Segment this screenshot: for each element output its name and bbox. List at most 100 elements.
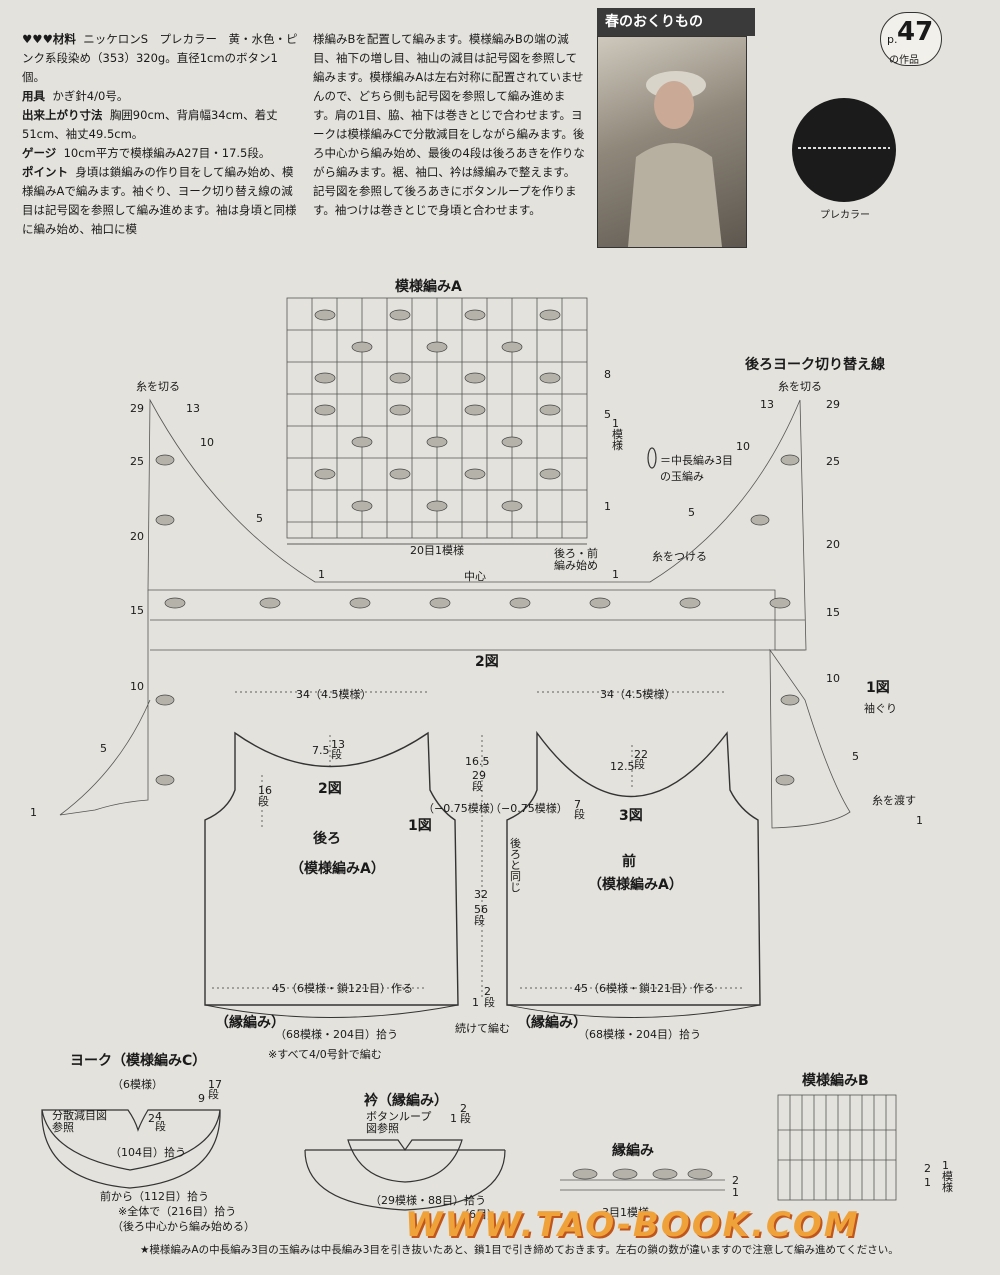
chart-b-row-2: 2 <box>924 1162 931 1175</box>
yoke-line-label: 後ろヨーク切り替え線 <box>745 357 885 373</box>
face-shape <box>654 81 694 129</box>
inner-row-10-left: 10 <box>200 436 214 449</box>
top-row-8: 8 <box>604 368 611 381</box>
back-width: 34（4.5模様） <box>296 688 372 701</box>
same-as-back: 後ろと同じ <box>510 837 521 894</box>
inner-row-13-left: 13 <box>186 402 200 415</box>
chart-a-leaves <box>314 309 561 512</box>
footnote: ★模様編みAの中長編み3目の玉編みは中長編み3目を引き抜いたあと、鎖1目で引き締… <box>140 1244 899 1256</box>
chart-b-row-1: 1 <box>924 1176 931 1189</box>
yoke-leaves <box>155 454 800 786</box>
back-panel-outline <box>204 731 459 1018</box>
back-arm-rows: 16段 <box>258 784 272 808</box>
gauge-text: 10cm平方で模様編みA27目・17.5段。 <box>63 146 271 160</box>
page-number-badge: p. 47 の作品 <box>880 12 942 66</box>
chart-b-repeat: 1模様 <box>942 1159 953 1194</box>
row-1-right: 1 <box>916 814 923 827</box>
watermark: WWW.TAO-BOOK.COM <box>405 1205 860 1245</box>
photo-figure <box>628 71 722 247</box>
start-label: 後ろ・前編み始め <box>554 547 598 572</box>
point-label: ポイント <box>22 165 68 179</box>
collar-diagram <box>304 1139 506 1211</box>
top-row-1: 1 <box>604 500 611 513</box>
instructions-col2: 様編みBを配置して編みます。模様編みBの端の減目、袖下の増し目、袖山の減目は記号… <box>313 32 585 217</box>
row-29-right: 29 <box>826 398 840 411</box>
mid-height-3: 1 <box>472 996 479 1009</box>
yoke-title: ヨーク（模様編みC） <box>70 1053 207 1069</box>
chart-a-repeat-vertical: 1模様 <box>612 417 623 452</box>
row-5-right: 5 <box>852 750 859 763</box>
page-prefix: p. <box>887 33 898 46</box>
cut-yarn-label: 糸を切る <box>136 380 180 393</box>
inner-row-1-left: 1 <box>318 568 325 581</box>
inner-row-10-right: 10 <box>736 440 750 453</box>
row-15-left: 15 <box>130 604 144 617</box>
yoke-diagram <box>41 1109 221 1189</box>
chart-a-title: 模様編みA <box>395 279 462 295</box>
yoke-top: （6模様） <box>112 1078 163 1091</box>
row-1-left: 1 <box>30 806 37 819</box>
sweater-shape <box>628 143 722 247</box>
yoke-rows: 17段 <box>208 1078 222 1101</box>
yoke-front: 前から（112目）拾う <box>100 1190 209 1203</box>
collar-title: 衿（縁編み） <box>364 1093 448 1109</box>
mid-rows-2: 56段 <box>474 903 488 927</box>
armhole-label: 袖ぐり <box>864 702 897 715</box>
row-10-left: 10 <box>130 680 144 693</box>
collar-loop: ボタンループ図参照 <box>366 1110 432 1135</box>
mid-height-1: 16.5 <box>465 755 490 768</box>
front-fig3: 3図 <box>619 808 643 824</box>
row-5-left: 5 <box>100 742 107 755</box>
collar-height: 1 <box>450 1112 457 1125</box>
yoke-mid: （104目）拾う <box>110 1146 186 1159</box>
front-panel-outline <box>506 730 761 1018</box>
size-label: 出来上がり寸法 <box>22 108 103 122</box>
mid-height-2: 32 <box>474 888 488 901</box>
row-25-left: 25 <box>130 455 144 468</box>
swatch-line <box>798 147 890 149</box>
edging-row-1: 1 <box>732 1186 739 1199</box>
back-neck-depth: 7.5 <box>312 744 330 757</box>
yoke-note1: ※全体で（216目）拾う <box>118 1205 237 1218</box>
yoke-d2: 2 <box>148 1112 155 1125</box>
materials-label: ♥♥♥材料 <box>22 32 76 46</box>
inner-row-5-left: 5 <box>256 512 263 525</box>
mid-rows-3: 2段 <box>484 985 495 1009</box>
instructions-col1: ♥♥♥材料 ニッケロンS プレカラー 黄・水色・ピンク系段染め（353）320g… <box>22 30 300 239</box>
point-text: 身頃は鎖編みの作り目をして編み始め、模様編みAで編みます。袖ぐり、ヨーク切り替え… <box>22 165 297 236</box>
row-25-right: 25 <box>826 455 840 468</box>
front-pattern: （模様編みA） <box>588 877 683 893</box>
back-title: 後ろ <box>313 831 341 847</box>
fig1-label: 1図 <box>866 680 890 696</box>
size-text: 胸囲90cm、背肩幅34cm、着丈51cm、袖丈49.5cm。 <box>22 108 278 141</box>
collar-rows: 2段 <box>460 1102 471 1125</box>
front-neck-rows: 22段 <box>634 748 648 771</box>
collar-six: （6目） <box>458 1208 498 1221</box>
back-bottom: 45（6模様・鎖121目）作る <box>272 982 413 995</box>
row-20-right: 20 <box>826 538 840 551</box>
front-pickup: （68模様・204目）拾う <box>578 1028 701 1041</box>
back-fig2: 2図 <box>318 781 342 797</box>
cut-yarn-label-right: 糸を切る <box>778 380 822 393</box>
front-title: 前 <box>622 854 636 870</box>
yoke-height: 9 <box>198 1092 205 1105</box>
inner-row-1-right: 1 <box>612 568 619 581</box>
back-fig1: 1図 <box>408 818 432 834</box>
row-20-left: 20 <box>130 530 144 543</box>
yoke-dist: 分散減目図参照 <box>52 1109 107 1134</box>
mid-rows-1: 29段 <box>472 769 486 793</box>
yarn-swatch <box>792 98 896 202</box>
swatch-label: プレカラー <box>820 210 870 221</box>
yoke-r2: 4段 <box>155 1110 166 1133</box>
tools-text: かぎ針4/0号。 <box>52 89 129 103</box>
front-neck-depth: 12.5 <box>610 760 635 773</box>
front-bottom: 45（6模様・鎖121目）作る <box>574 982 715 995</box>
back-neck-rows: 13段 <box>331 738 345 761</box>
center-label: 中心 <box>464 570 486 583</box>
row-29-left: 29 <box>130 402 144 415</box>
gauge-label: ゲージ <box>22 146 57 160</box>
inner-row-5-right: 5 <box>688 506 695 519</box>
chart-b-grid <box>777 1094 897 1201</box>
back-pickup: （68模様・204目）拾う <box>275 1028 398 1041</box>
puff-legend: ＝中長編み3目の玉編み <box>660 454 733 483</box>
